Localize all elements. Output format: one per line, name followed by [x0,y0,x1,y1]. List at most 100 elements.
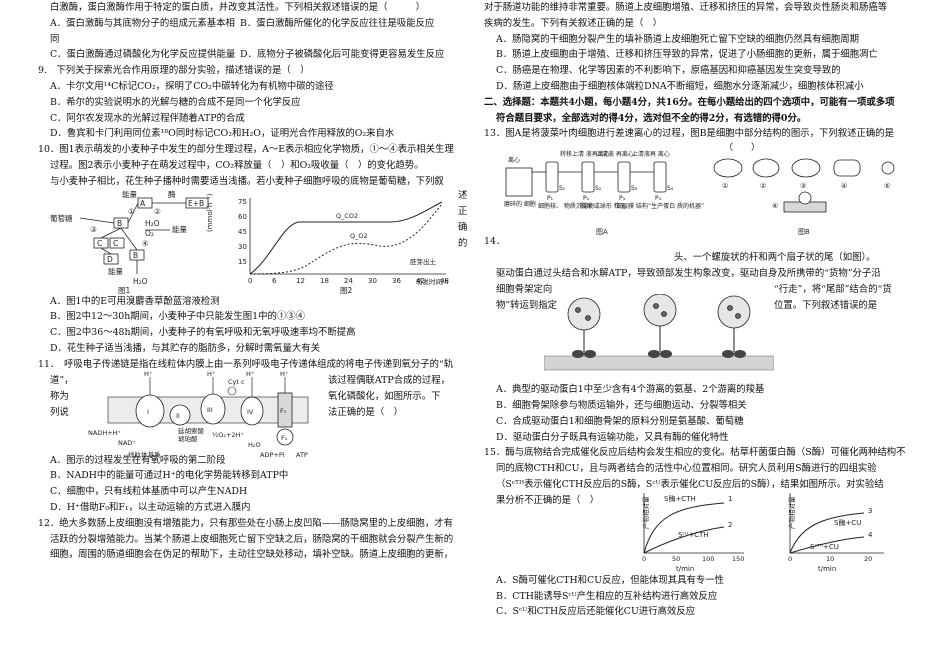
graph-1-x-tick: 100 [702,555,714,563]
q8-option-b: B．蛋白激酶所催化的化学反应往往是吸能反应 [240,17,435,29]
figure2-x-tick: 0 [248,277,252,285]
q12-option-c: C．肠癌是在物理、化学等因素的不利影响下，原癌基因和抑癌基因发生突变导致的 [496,65,841,77]
q10-option-b: B．图2中12～30h期间，小麦种子中只能发生图1中的①③④ [50,311,305,323]
q10-stem-line2: 过程。图2表示小麦种子在萌发过程中，CO₂释放量（ ）和O₂吸收量（ ）的变化趋… [50,159,424,171]
left-column: 白激酶，蛋白激酶作用于特定的蛋白质，并改变其活性。下列相关叙述错误的是（ ） A… [38,0,468,563]
q12-stem-line2: 活跃的分裂增殖能力。当某个肠道上皮细胞死亡留下空缺之后，肠隐窝的干细胞就会分裂产… [50,533,454,545]
q13-figure-svg: （ ） 离心 转移上清 液再离心 上清液 再离心 上清液再 离心 S₁ S₂ S… [504,142,895,236]
svg-text:离心: 离心 [508,156,520,164]
svg-text:I: I [147,408,149,416]
q14-block: 14． 头、一个螺旋状的杆和两个扇子状的尾（如图）。 驱动蛋白通过头结合和水解A… [484,236,924,302]
figure2-y-tick: 30 [238,243,247,251]
curve-4 [789,536,865,554]
figure-a-tubes [505,161,667,197]
right-column: 对于肠道功能的维持非常重要。肠道上皮细胞增殖、迁移和挤压的异常，会导致炎性肠炎和… [484,0,924,620]
svg-text:III: III [207,406,213,414]
figure-b-numbers: ① ② ③ ④ ⑤ ⑥ 图B [722,182,890,236]
svg-text:产物相对量: 产物相对量 [787,496,796,529]
organelle-4 [833,159,861,177]
curve-1 [643,502,725,553]
organelle-6 [783,191,827,213]
complex-ii [169,404,191,425]
curve-4-label: Sᶜᵀᴴ+CU [810,543,839,551]
svg-text:ADP+Pi: ADP+Pi [260,451,285,459]
figure2-x-tick: 12 [296,277,305,285]
svg-text:①: ① [722,182,728,190]
figure2-x-tick: 24 [344,277,353,285]
svg-text:H₂O: H₂O [248,441,261,449]
svg-text:上清液 再离心: 上清液 再离心 [596,150,634,158]
figure-b-organelles [713,158,895,213]
q15-option-a: A．S酶可催化CTH和CU反应，但能体现其具有专一性 [496,574,724,586]
graph-1-x-tick: 150 [732,555,744,563]
svg-text:正: 正 [458,206,467,217]
svg-text:IV: IV [247,408,254,416]
svg-text:H₂O: H₂O [145,219,160,228]
graph-2-x-tick: 20 [864,555,872,563]
microtubule [544,355,774,371]
q8-options-row2: C．蛋白激酶通过磷酸化为化学反应提供能量 D．底物分子被磷酸化后可能变得更容易发… [38,47,468,63]
svg-text:C: C [113,239,118,248]
q14-option-c: C．合成驱动蛋白1和细胞骨架的原料分别是氨基酸、葡萄糖 [496,415,744,427]
svg-text:④: ④ [841,182,847,190]
q11-stem-line1: 11． 呼吸电子传递链是指在线粒体内膜上由一系列呼吸电子传递体组成的将电子传递到… [38,358,454,370]
figure1-caption: 图1 [118,286,130,294]
svg-text:③: ③ [800,182,806,190]
q11-figure-block: 道”， 该过程偶联ATP合成的过程， 称为 氧化磷酸化，如图所示。下 列说 法正… [50,369,450,459]
svg-text:½O₂+2H⁺: ½O₂+2H⁺ [212,431,244,439]
qo2-label: Q_O2 [350,232,368,240]
section2-header: 二、选择题：本题共4小题，每小题4分，共16分。在每小题给出的四个选项中，可能有… [484,96,895,108]
q11-option-d: D．H⁺借助F₀和F₁，以主动运输的方式进入膜内 [50,501,251,513]
svg-text:H⁺: H⁺ [246,370,254,378]
curve-1-label: S酶+CTH [664,494,696,503]
q9-option-c: C．阿尔农发现水的光解过程伴随着ATP的合成 [50,112,245,124]
svg-text:NADH+H⁺: NADH+H⁺ [88,429,121,437]
graph-1-x-tick: 0 [642,555,646,563]
q14-stem-tail: 头、一个螺旋状的杆和两个扇子状的尾（如图）。 [674,252,876,264]
svg-text:F₀: F₀ [280,407,287,415]
organelle-2 [752,158,780,178]
svg-text:H⁺: H⁺ [280,370,288,378]
svg-text:述: 述 [458,190,467,201]
svg-text:II: II [176,412,180,420]
cargo-1 [567,297,601,331]
q14-option-a: A．典型的驱动蛋白1中至少含有4个游离的氨基、2个游离的羧基 [496,384,765,396]
q10-option-c: C．图2中36～48h期间，小麦种子的有氧呼吸和无氧呼吸速率均不断提高 [50,327,356,339]
q14-stem-line4a: 物”转运到指定 [496,300,558,312]
svg-text:“生产蛋白 质的机器”: “生产蛋白 质的机器” [648,202,704,210]
svg-text:Cyt c: Cyt c [228,378,245,386]
tube-3 [617,161,631,193]
q14-stem-line4b: 位置。下列叙述错误的是 [774,300,878,312]
q10-stem-tail: 述 正 确 的 [458,189,467,249]
svg-text:确: 确 [458,221,467,233]
svg-text:S₄: S₄ [667,185,674,192]
q9-option-b: B．希尔的实验说明水的光解与糖的合成不是同一个化学反应 [50,96,301,108]
q14-option-b: B．细胞骨架除参与物质运输外，还与细胞运动、分裂等相关 [496,399,747,411]
q15-stem-line1: 15．酶与底物结合完成催化反应后结构会发生相应的变化。枯草杆菌蛋白酶（S酶）可催… [484,447,906,459]
svg-text:②: ② [760,182,766,190]
figure2-y-tick: 75 [238,198,247,206]
q13-figures: （ ） 离心 转移上清 液再离心 上清液 再离心 上清液再 离心 S₁ S₂ S… [484,142,924,238]
q12-option-a: A．肠隐窝的干细胞分裂产生的填补肠道上皮细胞死亡留下空缺的细胞仍然具有细胞周期 [496,33,860,45]
svg-text:琥珀酸: 琥珀酸 [178,434,198,443]
svg-text:④: ④ [142,239,149,248]
figure2-x-tick: 18 [320,277,329,285]
q8-option-a: A．蛋白激酶与其底物分子的组成元素基本相同 [50,17,235,45]
curve-3 [789,512,865,553]
q15-stem-line2: 同的底物CTH和CU，且与两者结合的活性中心位置相同。研究人员利用S酶进行的四组… [496,463,877,475]
kinesin-stalks [583,326,735,353]
svg-text:A: A [140,199,146,208]
q14-figure-block: 物”转运到指定 位置。下列叙述错误的是 [484,294,924,382]
svg-text:S₃: S₃ [631,185,638,192]
svg-text:4: 4 [868,531,873,539]
svg-text:⑤: ⑤ [884,182,890,190]
svg-text:F₁: F₁ [281,434,288,442]
figure2-y-tick: 60 [238,213,247,221]
q15-stem-line3: （Sᶜᵀᴴ表示催化CTH反应后的S酶，Sᶜᵁ表示催化CU反应后的S酶），结果如图… [496,478,884,490]
motor-heads [572,350,746,359]
figure2-x-tick: 6 [272,277,277,285]
atp-synthase-f1 [276,428,294,445]
